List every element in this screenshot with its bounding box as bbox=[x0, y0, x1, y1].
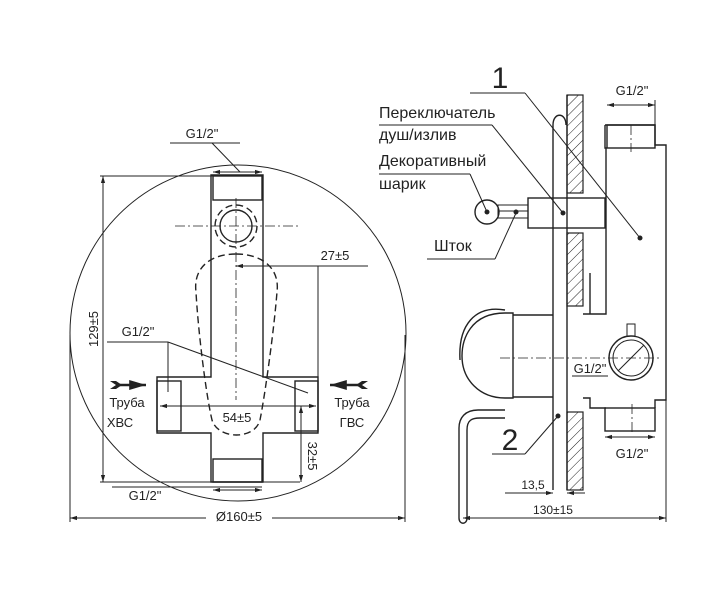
dim-offset: 27±5 bbox=[321, 248, 350, 263]
cold-inlet-arrow-icon bbox=[110, 379, 146, 391]
hot-inlet-arrow-icon bbox=[330, 379, 368, 391]
wall-hatch-bottom bbox=[566, 411, 584, 491]
top-fitting bbox=[212, 175, 263, 201]
wall-hatch-top bbox=[566, 94, 584, 194]
handle-dome bbox=[461, 312, 506, 399]
callout-2: 2 bbox=[502, 424, 519, 457]
thread-side-label: G1/2" bbox=[122, 324, 155, 339]
dim-bottom: 32±5 bbox=[305, 442, 320, 471]
thread-bottom-label: G1/2" bbox=[129, 488, 162, 503]
side-thread-top: G1/2" bbox=[616, 83, 649, 98]
handle-lever bbox=[458, 409, 505, 524]
side-view: 1 Переключатель душ/излив Декоративный ш… bbox=[379, 62, 667, 524]
hot-pipe-label-1: Труба bbox=[334, 395, 370, 410]
switch-label-1: Переключатель bbox=[379, 105, 495, 122]
ball-label-2: шарик bbox=[379, 176, 427, 193]
side-thread-bottom: G1/2" bbox=[616, 446, 649, 461]
rosette-outline bbox=[69, 164, 407, 502]
body-outline bbox=[156, 174, 319, 483]
cold-pipe-label-1: Труба bbox=[109, 395, 145, 410]
ball-label-1: Декоративный bbox=[379, 153, 486, 170]
hot-pipe-label-2: ГВС bbox=[340, 415, 365, 430]
callout-1: 1 bbox=[492, 62, 509, 95]
handle-outline-dashed bbox=[195, 253, 278, 436]
side-thread-middle: G1/2" bbox=[574, 361, 607, 376]
thread-top-label: G1/2" bbox=[186, 126, 219, 141]
front-view: 129±5 G1/2" 27±5 G1/2" 54±5 32±5 G1/2" Ø… bbox=[69, 126, 407, 524]
bottom-fitting bbox=[212, 458, 263, 483]
valve-body-outline bbox=[583, 124, 667, 409]
decorative-ball bbox=[474, 199, 500, 225]
dim-height: 129±5 bbox=[86, 311, 101, 347]
stem-label: Шток bbox=[434, 238, 473, 255]
side-bottom-fitting bbox=[604, 407, 656, 432]
cold-pipe-label-2: ХВС bbox=[107, 415, 133, 430]
wall-hatch-mid bbox=[566, 232, 584, 307]
dim-depth: 130±15 bbox=[533, 503, 573, 517]
dim-diameter: Ø160±5 bbox=[216, 509, 262, 524]
switch-label-2: душ/излив bbox=[379, 127, 456, 144]
dim-inlets: 54±5 bbox=[223, 410, 252, 425]
dim-wall: 13,5 bbox=[521, 478, 545, 492]
